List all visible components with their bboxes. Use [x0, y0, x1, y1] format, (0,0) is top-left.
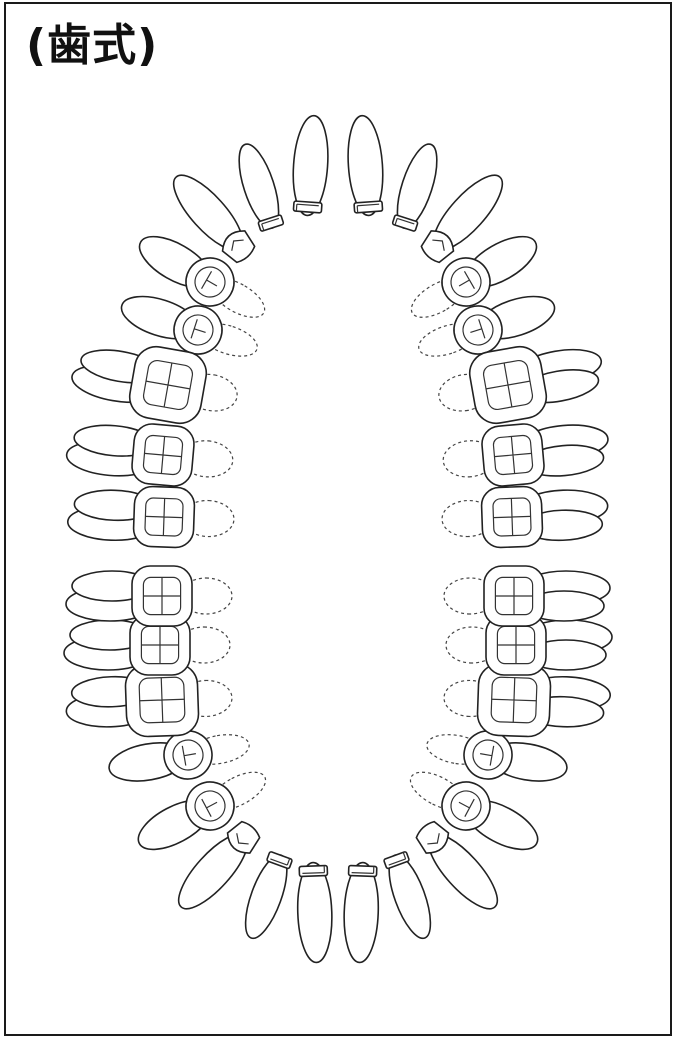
- upper-left-second-molar: [441, 417, 612, 491]
- tooth-crown: [293, 201, 322, 213]
- lower-left-lateral-incisor: [381, 850, 439, 943]
- upper-right-third-molar: [67, 484, 235, 550]
- upper-left-central-incisor: [345, 114, 386, 216]
- lower-right-third-molar: [66, 566, 232, 626]
- lower-left-central-incisor: [342, 862, 379, 963]
- tooth-crown: [354, 201, 383, 213]
- tooth-crown: [348, 866, 376, 877]
- upper-right-first-molar: [67, 333, 243, 433]
- upper-right-second-molar: [65, 417, 236, 491]
- upper-left-first-molar: [433, 333, 609, 433]
- lower-right-lateral-incisor: [237, 850, 295, 943]
- upper-left-lateral-incisor: [389, 140, 445, 233]
- upper-left-third-molar: [441, 484, 609, 550]
- tooth-crown: [299, 866, 327, 877]
- upper-right-lateral-incisor: [231, 140, 287, 233]
- lower-left-third-molar: [444, 566, 610, 626]
- lower-right-central-incisor: [296, 862, 333, 963]
- upper-right-central-incisor: [290, 114, 331, 216]
